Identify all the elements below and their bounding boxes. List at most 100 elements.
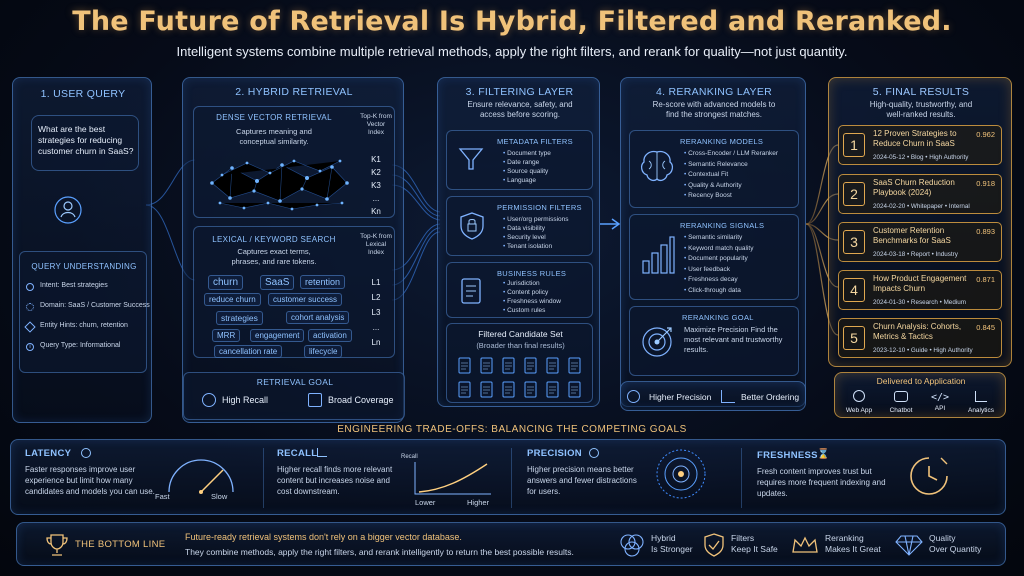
divider bbox=[263, 448, 264, 508]
lexical-l-item: L1 bbox=[371, 278, 381, 287]
rules-list: Jurisdiction Content policy Freshness wi… bbox=[503, 279, 593, 315]
funnel-icon bbox=[458, 148, 484, 170]
reranking-models-box: RERANKING MODELS Cross-Encoder / LLM Rer… bbox=[629, 130, 799, 208]
lexical-topk-label: Top-K from Lexical Index bbox=[360, 233, 392, 256]
shield-lock-icon bbox=[460, 212, 484, 240]
bottom-line-text-2: They combine methods, apply the right fi… bbox=[185, 547, 574, 557]
dense-k-item: Kn bbox=[371, 207, 381, 216]
result-item[interactable]: 2 SaaS Churn Reduction Playbook (2024) 0… bbox=[838, 174, 1002, 214]
keyword-cloud: churn SaaS retention reduce churn custom… bbox=[194, 271, 356, 358]
bottom-line-panel: THE BOTTOM LINE Future-ready retrieval s… bbox=[16, 522, 1006, 566]
result-item[interactable]: 1 12 Proven Strategies to Reduce Churn i… bbox=[838, 125, 1002, 165]
rules-item: Custom rules bbox=[503, 306, 593, 315]
delivered-title: Delivered to Application bbox=[876, 376, 966, 386]
result-score: 0.893 bbox=[976, 227, 995, 236]
permission-item: Security level bbox=[503, 233, 593, 242]
result-title: Customer Retention Benchmarks for SaaS bbox=[873, 226, 951, 245]
candidate-set-box: Filtered Candidate Set (Broader than fin… bbox=[446, 323, 593, 403]
result-rank: 3 bbox=[843, 230, 865, 254]
target-icon bbox=[202, 393, 216, 407]
reranking-signals-box: RERANKING SIGNALS Semantic similarity Ke… bbox=[629, 214, 799, 300]
result-item[interactable]: 5 Churn Analysis: Cohorts, Metrics & Tac… bbox=[838, 318, 1002, 358]
reranking-layer-panel: 4. RERANKING LAYER Re-score with advance… bbox=[620, 77, 806, 407]
result-meta: 2024-03-18 • Report • Industry bbox=[873, 251, 958, 258]
delivered-panel: Delivered to Application Web App Chatbot… bbox=[834, 372, 1006, 418]
analytics-icon bbox=[975, 391, 987, 402]
result-title: SaaS Churn Reduction Playbook (2024) bbox=[873, 178, 955, 197]
reranking-goal-title: RERANKING GOAL bbox=[682, 313, 754, 322]
signals-title: RERANKING SIGNALS bbox=[680, 221, 765, 230]
venn-icon bbox=[620, 534, 644, 557]
rules-item: Jurisdiction bbox=[503, 279, 593, 288]
page-subtitle: Intelligent systems combine multiple ret… bbox=[176, 44, 848, 59]
freshness-text: Fresh content improves trust but require… bbox=[757, 467, 886, 498]
retrieval-goal-box: RETRIEVAL GOAL High Recall Broad Coverag… bbox=[183, 372, 405, 420]
dense-k-item: K2 bbox=[371, 168, 381, 177]
bottom-item-top: Reranking bbox=[825, 533, 864, 543]
understanding-label: Query Type: Informational bbox=[40, 342, 121, 349]
permission-item: Tenant isolation bbox=[503, 242, 593, 251]
understanding-label: Entity Hints: churn, retention bbox=[40, 322, 128, 329]
recall-curve-graphic bbox=[414, 462, 491, 495]
metadata-filters-box: METADATA FILTERS Document type Date rang… bbox=[446, 130, 593, 190]
reranking-outcome-bar: Higher Precision Better Ordering bbox=[620, 381, 806, 411]
bottom-line-text-1: Future-ready retrieval systems don't rel… bbox=[185, 532, 462, 542]
result-item[interactable]: 3 Customer Retention Benchmarks for SaaS… bbox=[838, 222, 1002, 262]
query-bubble[interactable]: What are the best strategies for reducin… bbox=[31, 115, 139, 171]
permission-item: User/org permissions bbox=[503, 215, 593, 224]
recall-title: RECALL bbox=[277, 448, 318, 459]
lexical-l-list: L1 L2 L3 ... Ln bbox=[360, 275, 392, 350]
code-icon: </> bbox=[930, 392, 950, 403]
bottom-item: Quality Over Quantity bbox=[929, 533, 981, 555]
chart-icon bbox=[317, 448, 327, 457]
result-rank: 5 bbox=[843, 326, 865, 350]
recall-axis-label: Recall bbox=[401, 454, 418, 460]
result-item[interactable]: 4 How Product Engagement Impacts Churn 0… bbox=[838, 270, 1002, 310]
higher-precision-label: Higher Precision bbox=[649, 392, 712, 402]
permission-list: User/org permissions Data visibility Sec… bbox=[503, 215, 593, 251]
lexical-l-item: L3 bbox=[371, 308, 381, 317]
tradeoffs-title: ENGINEERING TRADE-OFFS: BALANCING THE CO… bbox=[337, 424, 687, 435]
bottom-item-top: Hybrid bbox=[651, 533, 676, 543]
precision-text: Higher precision means better answers an… bbox=[527, 465, 637, 496]
recall-text: Higher recall finds more relevant conten… bbox=[277, 465, 393, 496]
signals-item: User feedback bbox=[684, 265, 800, 276]
page-title: The Future of Retrieval Is Hybrid, Filte… bbox=[72, 6, 952, 37]
result-meta: 2023-12-10 • Guide • High Authority bbox=[873, 347, 973, 354]
dense-title: DENSE VECTOR RETRIEVAL bbox=[216, 113, 332, 122]
query-text: What are the best strategies for reducin… bbox=[38, 124, 134, 156]
delivered-label: Chatbot bbox=[889, 407, 913, 414]
result-title: 12 Proven Strategies to Reduce Churn in … bbox=[873, 129, 957, 148]
lexical-desc: Captures exact terms, phrases, and rare … bbox=[231, 247, 317, 266]
metadata-item: Source quality bbox=[503, 167, 593, 176]
bar-chart-icon bbox=[642, 236, 675, 274]
bottom-item-bottom: Makes It Great bbox=[825, 544, 881, 554]
bottom-item-bottom: Is Stronger bbox=[651, 544, 693, 554]
lexical-search-box: LEXICAL / KEYWORD SEARCH Captures exact … bbox=[193, 226, 395, 358]
signals-item: Document popularity bbox=[684, 254, 800, 265]
bottom-line-title: THE BOTTOM LINE bbox=[75, 539, 166, 550]
delivered-api[interactable]: </> API bbox=[925, 387, 955, 412]
models-list: Cross-Encoder / LLM Reranker Semantic Re… bbox=[684, 149, 800, 202]
target-icon bbox=[627, 390, 640, 403]
keyword-chip: lifecycle bbox=[304, 345, 343, 358]
delivered-chatbot[interactable]: Chatbot bbox=[881, 389, 921, 414]
keyword-chip: engagement bbox=[250, 329, 305, 342]
crown-icon bbox=[792, 536, 818, 553]
delivered-analytics[interactable]: Analytics bbox=[961, 389, 1001, 414]
bottom-item: Hybrid Is Stronger bbox=[651, 533, 693, 555]
lexical-title: LEXICAL / KEYWORD SEARCH bbox=[212, 235, 336, 244]
candidate-title: Filtered Candidate Set bbox=[478, 329, 563, 339]
permission-title: PERMISSION FILTERS bbox=[497, 203, 582, 212]
delivered-web-app[interactable]: Web App bbox=[841, 389, 877, 414]
metadata-list: Document type Date range Source quality … bbox=[503, 149, 593, 185]
reranking-desc: Re-score with advanced models to find th… bbox=[652, 100, 776, 119]
metadata-item: Date range bbox=[503, 158, 593, 167]
understanding-item: Entity Hints: churn, retention bbox=[24, 321, 144, 342]
user-query-panel: 1. USER QUERY What are the best strategi… bbox=[12, 77, 152, 423]
dense-k-list: K1 K2 K3 ... Kn bbox=[360, 153, 392, 218]
bottom-item: Reranking Makes It Great bbox=[825, 533, 881, 555]
keyword-chip: retention bbox=[300, 275, 346, 289]
user-query-title: 1. USER QUERY bbox=[40, 88, 126, 100]
signals-list: Semantic similarity Keyword match qualit… bbox=[684, 233, 800, 296]
